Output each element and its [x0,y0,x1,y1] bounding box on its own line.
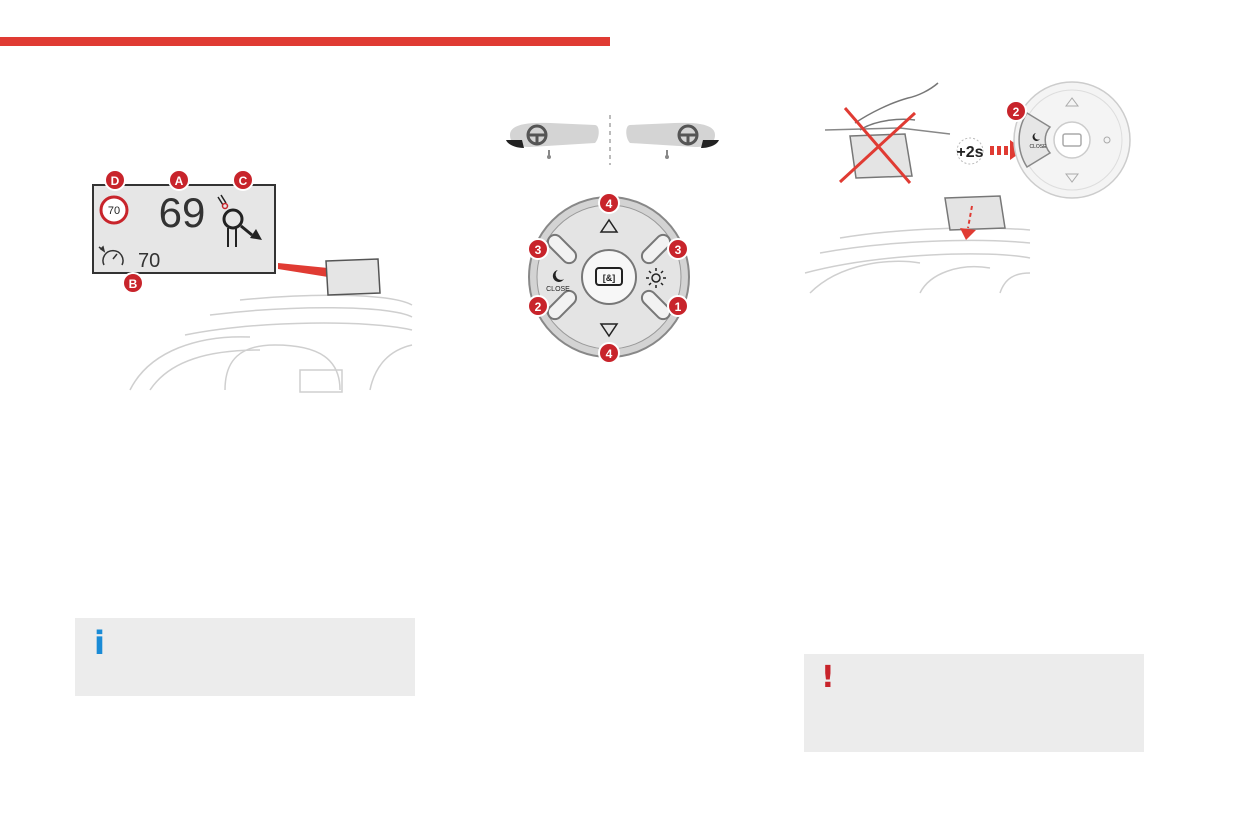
callout-2: 2 [1005,100,1027,122]
svg-text:A: A [175,174,184,188]
left-hand-drive-icon [506,122,599,159]
callout-c: C [232,169,254,191]
hud-control-pad: [&] CLOSE 4 4 3 3 2 1 [527,192,690,364]
callout-a: A [168,169,190,191]
svg-text:3: 3 [535,243,542,257]
steering-wheel-layouts [506,115,719,165]
warning-icon: ! [821,660,835,695]
svg-text:1: 1 [675,300,682,314]
center-button[interactable] [581,249,637,305]
timer-icon: +2s [956,137,984,165]
dashboard-outline [129,294,413,393]
svg-text:[&]: [&] [603,273,616,283]
hud-screen [325,258,381,296]
hold-time: +2s [956,144,983,161]
svg-text:D: D [111,174,120,188]
hud-control-pad-partial: CLOSE [1013,81,1131,199]
section-header-bar [0,37,610,46]
dashboard-outline [804,227,1031,294]
svg-text:2: 2 [1013,105,1020,119]
callout-d: D [104,169,126,191]
svg-text:B: B [129,277,138,291]
svg-text:4: 4 [606,197,613,211]
hand-pushing-screen [824,82,951,179]
up-arrow-icon[interactable] [599,218,619,233]
screen-closing-illustration: +2s CLOSE 2 [804,81,1131,294]
callout-1-right: 1 [667,295,689,317]
speed-limit-sign-icon [99,195,129,225]
hud-toggle-icon: [&] [595,267,623,286]
speed-limit-value: 70 [108,205,120,217]
svg-text:3: 3 [675,243,682,257]
projection-beam [278,263,328,277]
svg-text:C: C [239,174,248,188]
svg-text:2: 2 [535,300,542,314]
info-icon: i [94,624,105,662]
speedometer-icon [98,245,124,266]
hud-illustration: 70 69 70 D A C B [92,169,413,393]
navigation-roundabout-icon [217,194,262,247]
warning-note: ! [804,654,1144,752]
retracting-screen [944,195,1006,240]
svg-text:4: 4 [606,347,613,361]
callout-4-bottom: 4 [598,342,620,364]
callout-4-top: 4 [598,192,620,214]
right-hand-drive-icon [626,122,719,159]
info-note: i [75,618,415,696]
callout-3-right: 3 [667,238,689,260]
close-moon-button[interactable]: CLOSE [546,270,570,293]
callout-b: B [122,272,144,294]
down-arrow-icon[interactable] [599,323,619,338]
svg-text:CLOSE: CLOSE [1030,144,1048,150]
callout-3-left: 3 [527,238,549,260]
brightness-sun-icon[interactable] [646,268,666,288]
current-speed: 69 [159,189,206,236]
set-speed: 70 [138,250,160,272]
close-label: CLOSE [546,286,570,293]
callout-2-left: 2 [527,295,549,317]
